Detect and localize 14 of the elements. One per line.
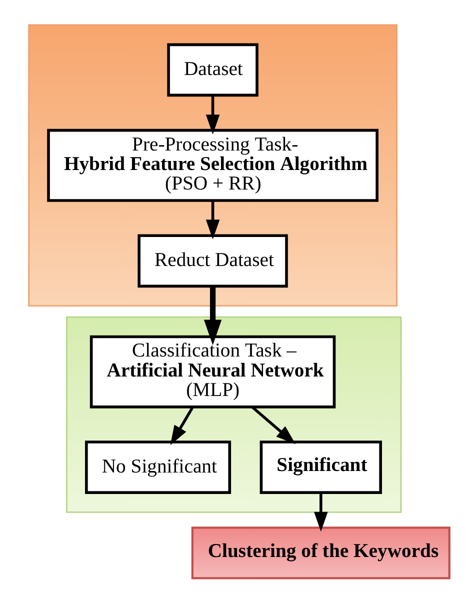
arrow: [206, 96, 220, 134]
node-box: Significant: [260, 440, 382, 494]
node-box: Pre-Processing Task- Hybrid Feature Selection Algorithm (PSO + RR): [47, 128, 378, 202]
node-box: Clustering of the Keywords: [191, 526, 450, 580]
arrow: [206, 200, 220, 240]
node-box: Reduct Dataset: [138, 234, 288, 288]
arrow: [170, 406, 194, 446]
arrow: [314, 492, 328, 532]
cluster: [28, 24, 398, 307]
node-box: Dataset: [167, 43, 258, 97]
arrow: [252, 406, 296, 444]
node-box: Classification Task – Artificial Neural Network (MLP): [90, 335, 336, 408]
arrow: [204, 286, 222, 346]
node-box: No Significant: [85, 440, 232, 494]
